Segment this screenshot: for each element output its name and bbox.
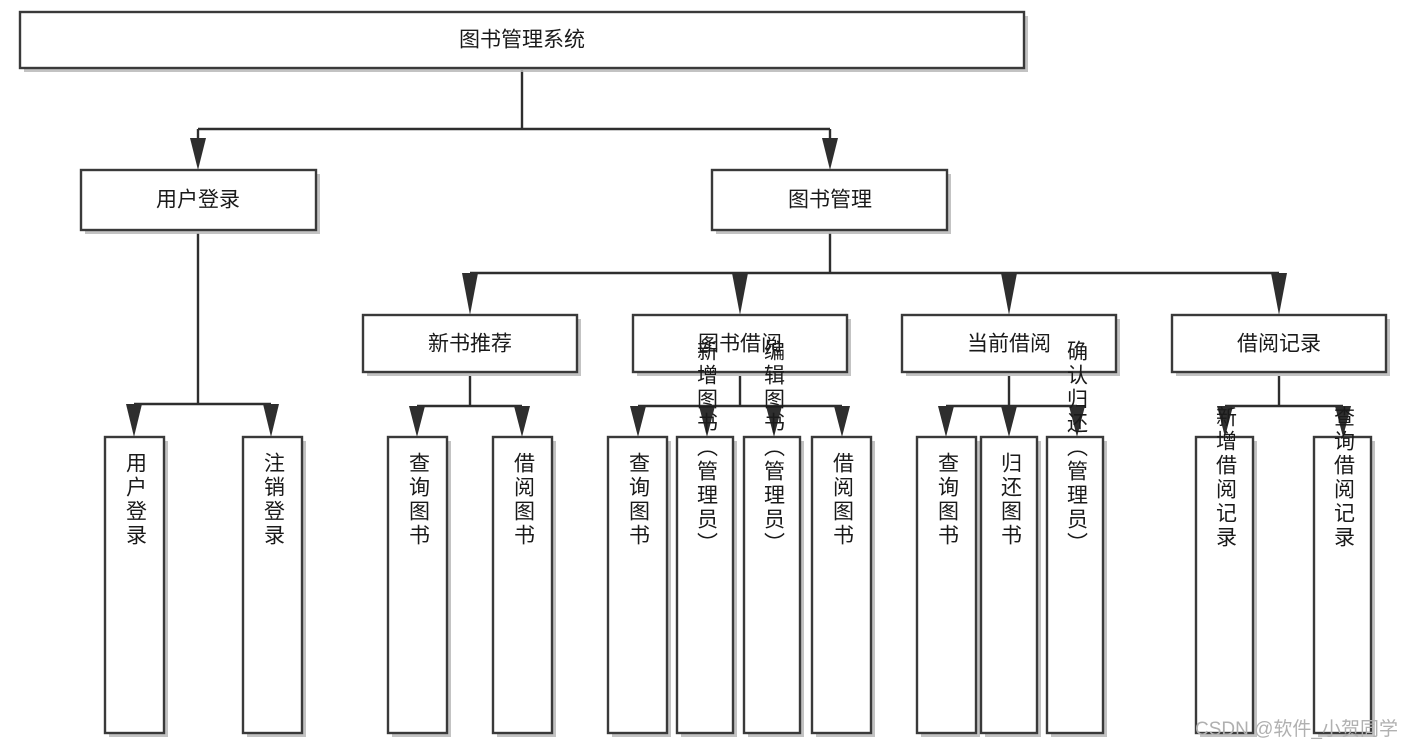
leaf-query-book-3-box[interactable] [915, 435, 978, 735]
new-book-recommend-label: 新书推荐 [428, 333, 512, 356]
leaf-query-book-1-box[interactable] [386, 435, 449, 735]
leaf-user-login-box[interactable] [103, 435, 166, 735]
leaf-query-book-1-label: 查询图书 [407, 452, 431, 548]
leaf-borrow-book-2-label: 借阅图书 [831, 452, 855, 548]
leaf-add-record-box[interactable] [1194, 435, 1255, 735]
arrowhead-leaf-logout [263, 404, 279, 437]
arrowhead-leaf-borrow-book-2 [834, 406, 850, 437]
node-leaf-add-record[interactable]: 新增借阅记录 [1194, 406, 1257, 737]
borrow-record-box[interactable] [1170, 313, 1388, 374]
leaf-query-record-box[interactable] [1312, 435, 1373, 735]
leaf-query-record-label: 查询借阅记录 [1332, 406, 1356, 550]
leaf-add-book-label: 新增图书（管理员） [695, 340, 719, 556]
arrowhead-leaf-edit-book [766, 406, 782, 437]
book-management-box[interactable] [710, 168, 949, 232]
arrowhead-leaf-confirm-return [1069, 406, 1085, 437]
node-current-borrow[interactable]: 当前借阅 [900, 313, 1120, 376]
leaf-query-book-2-box[interactable] [606, 435, 669, 735]
root-box[interactable] [18, 10, 1026, 70]
arrowhead-leaf-add-record [1217, 406, 1233, 437]
arrowhead-leaf-user-login [126, 404, 142, 437]
node-leaf-query-book-3[interactable]: 查询图书 [915, 435, 980, 737]
arrowhead-leaf-return-book [1001, 406, 1017, 437]
book-management-label: 图书管理 [788, 189, 872, 212]
node-leaf-logout[interactable]: 注销登录 [241, 435, 306, 737]
leaf-return-book-label: 归还图书 [999, 452, 1023, 548]
leaf-borrow-book-1-label: 借阅图书 [512, 452, 536, 548]
leaf-query-book-2-label: 查询图书 [627, 452, 651, 548]
arrowhead-leaf-query-book-1 [409, 406, 425, 437]
node-leaf-edit-book[interactable]: 编辑图书（管理员） [742, 340, 804, 737]
node-leaf-query-book-1[interactable]: 查询图书 [386, 435, 451, 737]
leaf-query-book-3-label: 查询图书 [936, 452, 960, 548]
node-leaf-user-login[interactable]: 用户登录 [103, 435, 168, 737]
arrowhead-user-login [190, 138, 206, 170]
node-root[interactable]: 图书管理系统 [18, 10, 1028, 72]
arrowhead-current-borrow [1001, 273, 1017, 315]
new-book-recommend-box[interactable] [361, 313, 579, 374]
arrowhead-book-borrow [732, 273, 748, 315]
leaf-borrow-book-2-box[interactable] [810, 435, 873, 735]
user-login-label: 用户登录 [156, 189, 240, 212]
leaf-confirm-return-box[interactable] [1045, 435, 1105, 735]
node-leaf-return-book[interactable]: 归还图书 [979, 435, 1041, 737]
root-label: 图书管理系统 [459, 29, 585, 52]
arrowhead-book-management [822, 138, 838, 170]
current-borrow-box[interactable] [900, 313, 1118, 374]
arrowhead-leaf-query-book-3 [938, 406, 954, 437]
leaf-confirm-return-label: 确认归还（管理员） [1065, 340, 1089, 556]
leaf-edit-book-box[interactable] [742, 435, 802, 735]
book-borrow-label: 图书借阅 [698, 333, 782, 356]
node-leaf-borrow-book-1[interactable]: 借阅图书 [491, 435, 556, 737]
node-book-management[interactable]: 图书管理 [710, 168, 951, 234]
leaf-add-book-box[interactable] [675, 435, 735, 735]
node-borrow-record[interactable]: 借阅记录 [1170, 313, 1390, 376]
arrowhead-leaf-borrow-book-1 [514, 406, 530, 437]
node-leaf-confirm-return[interactable]: 确认归还（管理员） [1045, 340, 1107, 737]
leaf-edit-book-label: 编辑图书（管理员） [762, 340, 786, 556]
arrowhead-borrow-record [1271, 273, 1287, 315]
book-borrow-box[interactable] [631, 313, 849, 374]
node-leaf-query-record[interactable]: 查询借阅记录 [1312, 406, 1375, 737]
node-new-book-recommend[interactable]: 新书推荐 [361, 313, 581, 376]
user-login-box[interactable] [79, 168, 318, 232]
leaf-logout-box[interactable] [241, 435, 304, 735]
arrowhead-new-book-recommend [462, 273, 478, 315]
node-leaf-add-book[interactable]: 新增图书（管理员） [675, 340, 737, 737]
leaf-borrow-book-1-box[interactable] [491, 435, 554, 735]
watermark-label: CSDN @软件_小贺同学 [1195, 718, 1398, 740]
node-user-login[interactable]: 用户登录 [79, 168, 320, 234]
arrowhead-leaf-query-record [1335, 406, 1351, 437]
arrowhead-leaf-add-book [699, 406, 715, 437]
arrowhead-leaf-query-book-2 [630, 406, 646, 437]
node-leaf-borrow-book-2[interactable]: 借阅图书 [810, 435, 875, 737]
leaf-logout-label: 注销登录 [262, 452, 286, 548]
node-book-borrow[interactable]: 图书借阅 [631, 313, 851, 376]
leaf-add-record-label: 新增借阅记录 [1214, 406, 1238, 550]
borrow-record-label: 借阅记录 [1237, 333, 1321, 356]
leaf-return-book-box[interactable] [979, 435, 1039, 735]
connector-layer [126, 70, 1351, 437]
node-leaf-query-book-2[interactable]: 查询图书 [606, 435, 671, 737]
leaf-user-login-label: 用户登录 [124, 452, 148, 548]
current-borrow-label: 当前借阅 [967, 333, 1051, 356]
